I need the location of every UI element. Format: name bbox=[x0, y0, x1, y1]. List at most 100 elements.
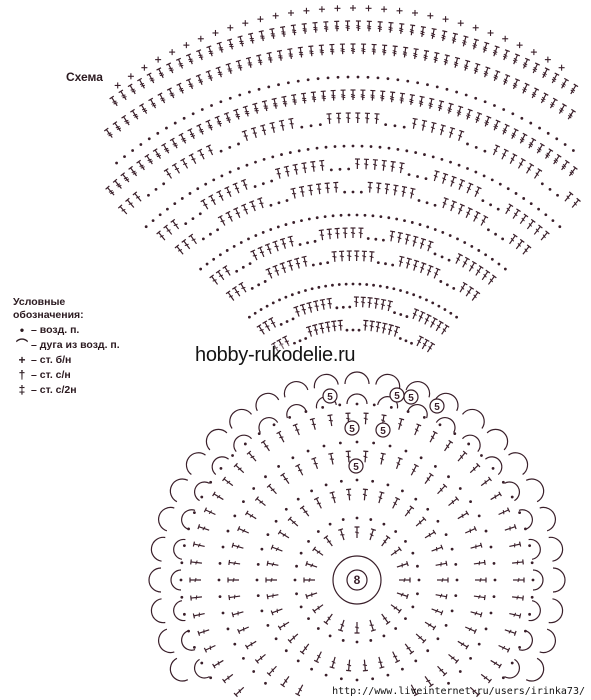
double-crochet-stitch bbox=[459, 281, 468, 293]
chain-stitch bbox=[221, 611, 225, 615]
chain-arc bbox=[283, 381, 309, 398]
chain-stitch bbox=[264, 681, 267, 685]
chain-stitch bbox=[360, 144, 364, 148]
double-crochet-stitch bbox=[381, 535, 391, 547]
chain-stitch bbox=[310, 287, 314, 291]
legend-item-label: – ст. с/2н bbox=[31, 384, 77, 396]
treble-crochet-stitch bbox=[330, 89, 336, 101]
treble-crochet-stitch bbox=[109, 95, 118, 107]
double-crochet-stitch bbox=[277, 621, 290, 631]
chain-stitch bbox=[297, 291, 301, 294]
chain-stitch bbox=[165, 126, 168, 130]
treble-crochet-stitch bbox=[441, 30, 448, 42]
chain-stitch bbox=[387, 216, 391, 220]
chain-stitch bbox=[242, 656, 245, 660]
chain-stitch bbox=[441, 231, 445, 234]
double-crochet-stitch bbox=[526, 218, 536, 230]
chain-stitch bbox=[450, 609, 454, 613]
single-crochet-stitch bbox=[183, 42, 190, 49]
double-crochet-stitch bbox=[250, 126, 257, 139]
double-crochet-stitch bbox=[231, 611, 244, 618]
double-crochet-stitch bbox=[222, 476, 234, 487]
chain-stitch bbox=[404, 449, 408, 453]
double-crochet-stitch bbox=[215, 269, 225, 281]
chain-stitch bbox=[371, 677, 375, 681]
double-crochet-stitch bbox=[305, 325, 313, 337]
chain-stitch bbox=[436, 519, 440, 523]
chain-stitch bbox=[307, 217, 311, 221]
chain-stitch bbox=[335, 306, 339, 310]
treble-crochet-stitch bbox=[152, 148, 161, 159]
double-crochet-stitch bbox=[526, 162, 535, 174]
treble-crochet-stitch bbox=[483, 66, 491, 78]
double-crochet-stitch bbox=[457, 450, 468, 462]
chain-stitch bbox=[212, 257, 216, 261]
double-crochet-stitch bbox=[465, 207, 473, 219]
chain-stitch bbox=[290, 293, 294, 297]
treble-crochet-stitch bbox=[532, 62, 540, 74]
chain-stitch bbox=[396, 147, 400, 151]
double-crochet-stitch bbox=[333, 181, 339, 193]
single-crochet-icon: + bbox=[18, 353, 26, 367]
treble-crochet-stitch bbox=[371, 43, 377, 55]
double-crochet-stitch bbox=[272, 240, 279, 252]
double-crochet-stitch bbox=[412, 235, 419, 247]
chain-stitch bbox=[372, 283, 375, 287]
chain-stitch bbox=[295, 564, 298, 568]
treble-crochet-stitch bbox=[473, 62, 481, 74]
chain-arc bbox=[508, 452, 529, 475]
chain-stitch bbox=[228, 170, 232, 174]
double-crochet-stitch bbox=[471, 290, 481, 301]
chain-stitch bbox=[422, 415, 426, 419]
svg-text:8: 8 bbox=[354, 573, 361, 587]
double-crochet-stitch bbox=[424, 529, 437, 539]
legend: Условные обозначения: • – возд. п. ⌒ – д… bbox=[13, 296, 123, 397]
double-crochet-stitch bbox=[266, 560, 279, 567]
double-crochet-stitch bbox=[421, 338, 430, 350]
chain-stitch bbox=[272, 423, 276, 427]
double-crochet-stitch bbox=[231, 285, 241, 297]
treble-crochet-stitch bbox=[502, 123, 510, 135]
double-crochet-stitch bbox=[363, 450, 369, 463]
chain-stitch bbox=[296, 659, 300, 663]
chain-stitch bbox=[278, 298, 281, 302]
chain-stitch bbox=[284, 649, 288, 653]
chain-stitch bbox=[232, 244, 236, 248]
chain-stitch bbox=[501, 676, 505, 680]
double-crochet-stitch bbox=[455, 253, 463, 264]
chain-stitch bbox=[328, 634, 332, 638]
double-crochet-stitch bbox=[519, 213, 529, 224]
chain-arc bbox=[539, 506, 556, 532]
chain-stitch bbox=[405, 291, 409, 294]
chain-stitch bbox=[366, 237, 370, 240]
chain-stitch bbox=[310, 667, 314, 671]
double-crochet-stitch bbox=[326, 228, 332, 240]
double-crochet-stitch bbox=[345, 112, 351, 124]
double-crochet-stitch bbox=[200, 198, 209, 210]
treble-crochet-stitch bbox=[196, 49, 204, 61]
chain-stitch bbox=[374, 237, 378, 241]
treble-crochet-stitch bbox=[350, 89, 356, 100]
chain-stitch bbox=[245, 163, 249, 167]
chain-stitch bbox=[341, 518, 345, 521]
chain-stitch bbox=[477, 249, 481, 252]
chain-stitch bbox=[447, 681, 450, 685]
chain-stitch bbox=[274, 637, 278, 641]
source-url[interactable]: http://www.liveinternet.ru/users/irinka7… bbox=[332, 686, 585, 697]
chain-stitch bbox=[411, 605, 415, 609]
legend-item-label: – дуга из возд. п. bbox=[31, 339, 120, 351]
treble-crochet-stitch bbox=[503, 73, 511, 85]
treble-crochet-stitch bbox=[345, 20, 351, 32]
stitch-count-label: 8 bbox=[346, 569, 368, 591]
chain-stitch bbox=[310, 489, 314, 493]
chain-stitch bbox=[436, 637, 440, 641]
chain-stitch bbox=[156, 131, 160, 135]
chain-stitch bbox=[179, 578, 183, 582]
chain-stitch bbox=[291, 317, 295, 321]
treble-crochet-stitch bbox=[512, 78, 520, 90]
chain-stitch bbox=[571, 149, 575, 152]
double-crochet-stitch bbox=[369, 320, 375, 332]
treble-crochet-stitch bbox=[493, 70, 501, 82]
chain-stitch bbox=[438, 423, 442, 427]
chain-stitch bbox=[344, 282, 348, 286]
